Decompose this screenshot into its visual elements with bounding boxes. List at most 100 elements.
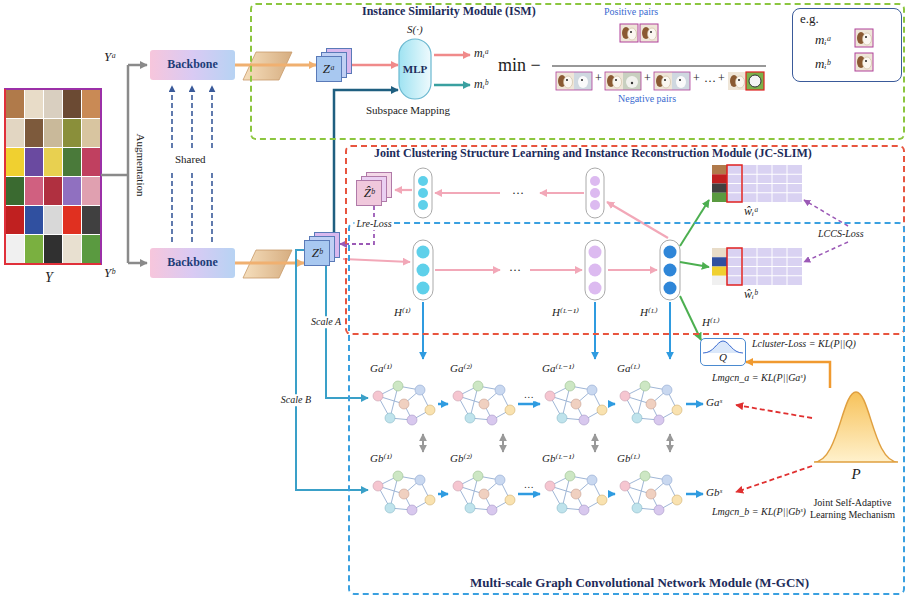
image-grid xyxy=(63,177,81,205)
image-grid xyxy=(82,148,100,176)
assignment-matrix xyxy=(727,183,802,184)
network-columns xyxy=(664,264,677,277)
bell-curve xyxy=(814,392,898,462)
node-label: mᵢᵇ xyxy=(815,57,830,72)
annotation-label: H⁽ᴸ⁻¹⁾ xyxy=(552,306,579,319)
assignment-matrix xyxy=(727,257,802,258)
network-columns xyxy=(660,240,680,300)
node-title: Multi-scale Graph Convolutional Network … xyxy=(470,576,809,591)
loss-arrows xyxy=(686,493,703,496)
image-grid xyxy=(44,206,62,234)
assignment-matrix xyxy=(712,276,727,285)
image-grid xyxy=(63,206,81,234)
graph-drawings xyxy=(545,381,607,425)
connector xyxy=(422,434,424,452)
augmentation-arrows xyxy=(101,174,128,177)
shared-arrows xyxy=(211,86,213,148)
connector xyxy=(610,493,615,496)
module-region: Instance Similarity Module (ISM)MLPe.g.m… xyxy=(250,3,905,140)
graph-layer: Gb⁽ᴸ⁾ xyxy=(615,452,685,524)
network-columns xyxy=(590,200,600,210)
graph-layer: Ga⁽ᴸ⁻¹⁾ xyxy=(540,362,610,434)
shared-arrows xyxy=(191,86,193,148)
contrastive-fraction xyxy=(640,24,658,42)
annotation-label: + xyxy=(718,72,725,86)
node-label: mᵢᵃ xyxy=(815,33,832,48)
image-grid xyxy=(25,148,43,176)
node-label: Backbone xyxy=(167,58,218,72)
mlp-output-arrows xyxy=(434,54,470,57)
assignment-matrix xyxy=(727,248,742,285)
annotation-label: H⁽¹⁾ xyxy=(394,306,411,319)
shared-arrows xyxy=(172,86,212,242)
network-columns xyxy=(664,246,677,259)
example-box: e.g.mᵢᵃmᵢᵇ xyxy=(792,8,902,82)
node-label: Ga⁽²⁾ xyxy=(450,362,472,375)
contrastive-fraction xyxy=(552,24,873,90)
connector xyxy=(296,250,368,490)
loss-arrows xyxy=(736,466,812,492)
node-label: Ga⁽¹⁾ xyxy=(370,362,392,375)
shared-arrows xyxy=(171,170,173,242)
contrastive-fraction xyxy=(556,72,592,90)
node-label: Ga⁽ᴸ⁾ xyxy=(617,362,640,375)
image-grid xyxy=(63,235,81,263)
node-label: Gb⁽ᴸ⁾ xyxy=(617,452,640,465)
layer-arrows xyxy=(435,192,500,194)
annotation-label: Lmgcn_a = KL(P||Gaˢ) xyxy=(712,372,806,384)
mlp-output-arrows xyxy=(434,55,470,85)
feature-stack: Ẑᵇ xyxy=(356,172,392,206)
connector xyxy=(352,64,398,67)
network-columns xyxy=(414,168,432,218)
augmentation-arrows xyxy=(127,65,130,263)
loss-arrows xyxy=(686,403,703,406)
network-columns xyxy=(664,282,677,295)
annotation-label: … xyxy=(704,72,716,86)
graph-layer: Gb⁽¹⁾ xyxy=(368,452,438,524)
graph-drawings xyxy=(620,471,682,515)
assignment-matrix xyxy=(727,275,802,276)
network-columns xyxy=(589,246,602,259)
node-label: Backbone xyxy=(167,256,218,270)
assignment-matrix xyxy=(727,165,802,202)
contrastive-fraction xyxy=(654,72,690,90)
image-grid xyxy=(6,206,24,234)
image-grid xyxy=(5,89,101,264)
contrastive-fraction xyxy=(605,72,641,90)
feature-map xyxy=(317,57,342,82)
contrastive-fraction xyxy=(620,24,638,42)
edge-label: Lre-Loss xyxy=(354,218,393,230)
feed-arrows xyxy=(669,302,671,359)
node-label: Zᵇ xyxy=(304,240,330,266)
node-label: Ga⁽ᴸ⁻¹⁾ xyxy=(542,362,574,375)
annotation-label: Yᵃ xyxy=(104,50,116,65)
annotation-label: S(·) xyxy=(407,23,423,36)
annotation-label: Negative pairs xyxy=(618,93,676,105)
network-columns xyxy=(585,240,605,300)
assignment-matrix xyxy=(727,192,802,193)
graph-drawings xyxy=(453,471,515,515)
feed-arrows xyxy=(594,302,596,359)
connector xyxy=(438,493,448,496)
network-columns xyxy=(417,282,430,295)
network-columns xyxy=(418,188,428,198)
contrastive-fraction xyxy=(855,53,873,71)
feature-map xyxy=(357,181,382,206)
network-columns xyxy=(586,168,604,218)
loss-arrows xyxy=(736,405,812,418)
graph-drawings xyxy=(373,471,435,515)
annotation-label: ŵᵢᵇ xyxy=(744,288,757,302)
graph-layer: Gb⁽²⁾ xyxy=(448,452,518,524)
annotation-label: H⁽ᴸ⁾ xyxy=(702,316,720,329)
assignment-matrix xyxy=(712,267,727,276)
module-region: Multi-scale Graph Convolutional Network … xyxy=(348,222,905,595)
layer-arrows xyxy=(343,259,410,262)
edge-label: … xyxy=(523,479,536,491)
image-grid xyxy=(82,177,100,205)
layer-arrows xyxy=(607,202,668,238)
graph-layer: Ga⁽ᴸ⁾ xyxy=(615,362,685,434)
contrastive-fraction xyxy=(552,65,766,66)
image-grid xyxy=(82,90,100,118)
node-label: Ẑᵇ xyxy=(356,180,382,206)
annotation-label: Lmgcn_b = KL(P||Gbˢ) xyxy=(712,506,806,518)
